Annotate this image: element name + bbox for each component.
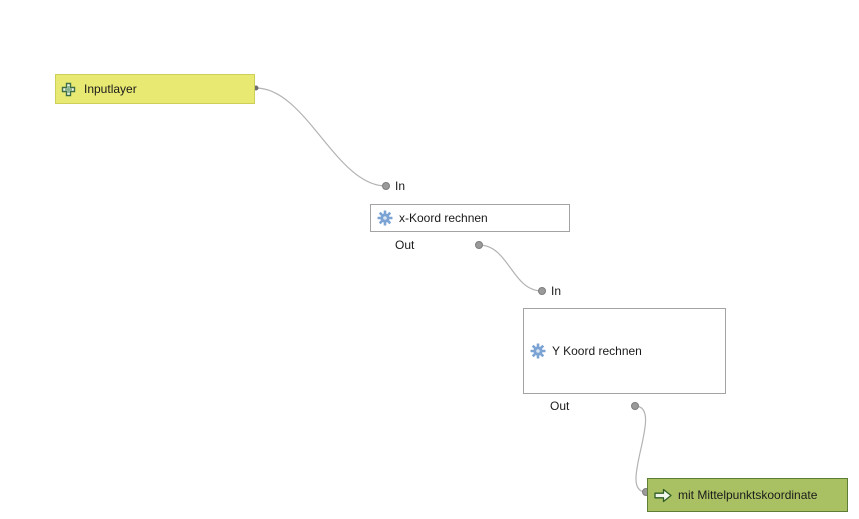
port-xkoord-out	[475, 241, 483, 249]
node-label-xkoord: x-Koord rechnen	[399, 211, 488, 225]
node-xkoord-rechnen[interactable]: x-Koord rechnen	[370, 204, 570, 232]
gear-icon	[530, 343, 546, 359]
port-label-xkoord-in: In	[395, 179, 406, 193]
port-label-ykoord-in: In	[551, 284, 562, 298]
node-label-inputlayer: Inputlayer	[84, 82, 137, 96]
connector-inputlayer-to-xkoord	[255, 87, 387, 187]
port-ykoord-in	[538, 287, 546, 295]
gear-icon	[377, 210, 393, 226]
output-arrow-icon	[653, 488, 673, 503]
port-label-ykoord-out: Out	[550, 399, 570, 413]
node-ykoord-rechnen[interactable]: Y Koord rechnen	[523, 308, 726, 394]
node-label-ykoord: Y Koord rechnen	[552, 344, 642, 358]
port-ykoord-out	[631, 402, 639, 410]
port-label-xkoord-out: Out	[395, 238, 415, 252]
connector-ykoord-to-output	[634, 405, 647, 493]
port-xkoord-in	[382, 182, 390, 190]
node-label-output: mit Mittelpunktskoordinate	[678, 488, 818, 502]
node-output-mittelpunktskoordinate[interactable]: mit Mittelpunktskoordinate	[647, 478, 848, 512]
node-inputlayer[interactable]: Inputlayer	[55, 74, 255, 104]
connector-xkoord-to-ykoord	[478, 244, 543, 292]
add-input-icon	[61, 82, 76, 97]
